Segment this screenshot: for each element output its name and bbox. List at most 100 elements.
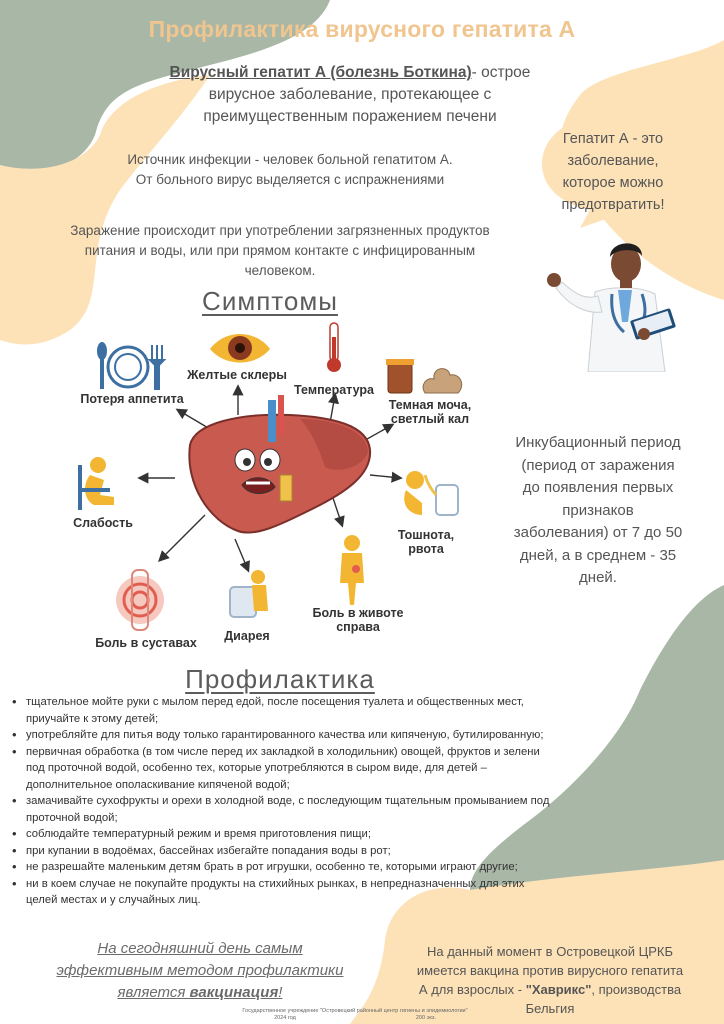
incubation-line-6: дней, а в среднем - 35	[519, 546, 677, 564]
list-item-line: целей местах и у случайных лиц.	[26, 894, 201, 906]
joint-pain-icon	[116, 569, 164, 631]
label-temperature: Температура	[294, 383, 374, 397]
incubation-line-5: заболевания) от 7 до 50	[513, 524, 683, 541]
prevention-title: Профилактика	[185, 664, 375, 694]
vaccination-keyword: вакцинация	[189, 984, 279, 1001]
intro-line-1-rest: - острое	[471, 64, 531, 81]
belly-pain-icon	[340, 535, 364, 605]
label-urine-line-2: светлый кал	[390, 412, 470, 426]
list-item-line: соблюдайте температурный режим и время п…	[26, 828, 372, 840]
incubation-line-7: дней.	[579, 569, 617, 586]
nausea-icon	[404, 471, 459, 516]
list-item-line: ни в коем случае не покупайте продукты н…	[26, 877, 525, 890]
source-line-1: Источник инфекции - человек больной гепа…	[127, 152, 453, 167]
label-joints: Боль в суставах	[95, 636, 197, 650]
incubation-line-1: Инкубационный период	[515, 434, 681, 451]
page-title: Профилактика вирусного гепатита А	[148, 16, 576, 42]
intro-term: Вирусный гепатит А (болезнь Боткина)	[169, 64, 472, 81]
label-nausea-line-1: Тошнота,	[397, 528, 455, 542]
list-item-line: проточной водой;	[26, 811, 118, 824]
label-appetite: Потеря аппетита	[80, 392, 184, 406]
label-weakness: Слабость	[73, 516, 133, 530]
thermometer-icon	[327, 322, 341, 372]
label-belly-line-1: Боль в животе	[312, 606, 404, 620]
symptoms-title: Симптомы	[202, 286, 338, 316]
intro-line-3: преимущественным поражением печени	[203, 108, 497, 125]
incubation-line-3: до появления первых	[522, 479, 674, 496]
vaccination-line-3-a: является	[117, 984, 190, 1001]
doctor-illustration	[547, 243, 676, 372]
list-item-line: не разрешайте маленьким детям брать в ро…	[26, 861, 518, 873]
list-item-line: замачивайте сухофрукты и орехи в холодно…	[26, 795, 550, 807]
vaccination-line-1: На сегодняшний день самым	[97, 940, 303, 957]
list-item: употребляйте для питья воду только гаран…	[12, 727, 624, 744]
bubble-line-2: заболевание,	[567, 153, 659, 169]
list-item-line: дополнительное ополаскивание кипяченой в…	[26, 778, 290, 791]
list-item-line: при купании в водоёмах, бассейнах избега…	[26, 844, 391, 857]
incubation-text: Инкубационный период (период от заражени…	[494, 432, 702, 590]
intro-line-2: вирусное заболевание, протекающее с	[208, 86, 492, 103]
list-item-line: приучайте к этому детей;	[26, 712, 159, 725]
speech-bubble	[542, 114, 686, 228]
incubation-line-2: (период от заражения	[521, 456, 675, 474]
vaccine-note-line-2: имеется вакцина против вирусного гепатит…	[416, 963, 684, 978]
vaccine-note-line-3: А для взрослых - "Хаврикс", производства	[400, 980, 700, 999]
infection-line-2: питания и воды, или при прямом контакте …	[84, 243, 476, 258]
vaccination-line-2: эффективным методом профилактики	[56, 962, 344, 979]
footer-line-2: 2024 год 200 экз.	[190, 1015, 520, 1022]
list-item: первичная обработка (в том числе перед и…	[12, 744, 624, 794]
diarrhea-icon	[229, 570, 268, 618]
infection-line-3: человеком.	[244, 263, 316, 278]
footer-copies: 200 экз.	[415, 1015, 436, 1021]
top-left-sage-blob	[0, 0, 330, 172]
vaccine-note-line-3-a: А для взрослых -	[418, 982, 526, 997]
intro-text: Вирусный гепатит А (болезнь Боткина)- ос…	[140, 62, 560, 128]
list-item: соблюдайте температурный режим и время п…	[12, 826, 624, 843]
source-line-2: От больного вирус выделяется с испражнен…	[135, 172, 445, 187]
bubble-text: Гепатит А - это заболевание, которое мож…	[546, 128, 680, 216]
urine-stool-icon	[386, 359, 463, 394]
infection-line-1: Заражение происходит при употреблении за…	[70, 223, 490, 238]
list-item-line: тщательное мойте руки с мылом перед едой…	[26, 696, 524, 708]
list-item: замачивайте сухофрукты и орехи в холодно…	[12, 793, 624, 826]
label-urine-line-1: Темная моча,	[388, 398, 472, 412]
source-text: Источник инфекции - человек больной гепа…	[90, 150, 490, 190]
list-item-line: под проточной водой, особенно тех, котор…	[26, 762, 487, 774]
list-item: не разрешайте маленьким детям брать в ро…	[12, 859, 624, 876]
label-belly: Боль в животе справа	[302, 606, 414, 634]
vaccine-note-line-4: Бельгия	[525, 1001, 575, 1016]
weakness-icon	[78, 457, 114, 510]
bubble-line-3: которое можно	[562, 175, 664, 191]
list-item: ни в коем случае не покупайте продукты н…	[12, 876, 624, 909]
list-item: при купании в водоёмах, бассейнах избега…	[12, 843, 624, 860]
label-nausea-line-2: рвота	[408, 542, 444, 556]
vaccine-note-line-1: На данный момент в Островецкой ЦРКБ	[426, 944, 673, 959]
infection-text: Заражение происходит при употреблении за…	[40, 221, 520, 281]
vaccination-statement: На сегодняшний день самым эффективным ме…	[40, 938, 360, 1004]
vaccine-name: "Хаврикс"	[525, 982, 592, 997]
label-diarrhea: Диарея	[224, 629, 270, 643]
intro-line-1: Вирусный гепатит А (болезнь Боткина)- ос…	[140, 62, 560, 84]
label-urine: Темная моча, светлый кал	[380, 398, 480, 426]
list-item-line: употребляйте для питья воду только гаран…	[26, 729, 544, 741]
label-belly-line-2: справа	[336, 620, 380, 634]
eye-icon	[210, 334, 270, 363]
list-item: тщательное мойте руки с мылом перед едой…	[12, 694, 624, 727]
footer-line-1: Государственное учреждение "Островецкий …	[242, 1008, 468, 1014]
footer-year: 2024 год	[274, 1015, 296, 1021]
incubation-line-4: признаков	[562, 501, 634, 519]
vaccination-line-3-c: !	[278, 984, 283, 1001]
liver-character	[188, 395, 372, 534]
symptoms-diagram	[78, 322, 463, 631]
footer: Государственное учреждение "Островецкий …	[190, 1008, 520, 1022]
left-peach-blob	[0, 75, 210, 345]
appetite-icon	[97, 342, 167, 390]
bubble-line-4: предотвратить!	[561, 197, 665, 213]
label-nausea: Тошнота, рвота	[394, 528, 458, 556]
right-sage-blob	[470, 585, 724, 890]
vaccine-note-line-3-c: , производства	[591, 982, 682, 997]
label-sclera: Желтые склеры	[187, 368, 287, 382]
bubble-line-1: Гепатит А - это	[562, 131, 664, 147]
list-item-line: первичная обработка (в том числе перед и…	[26, 745, 540, 758]
prevention-list: тщательное мойте руки с мылом перед едой…	[8, 694, 624, 909]
